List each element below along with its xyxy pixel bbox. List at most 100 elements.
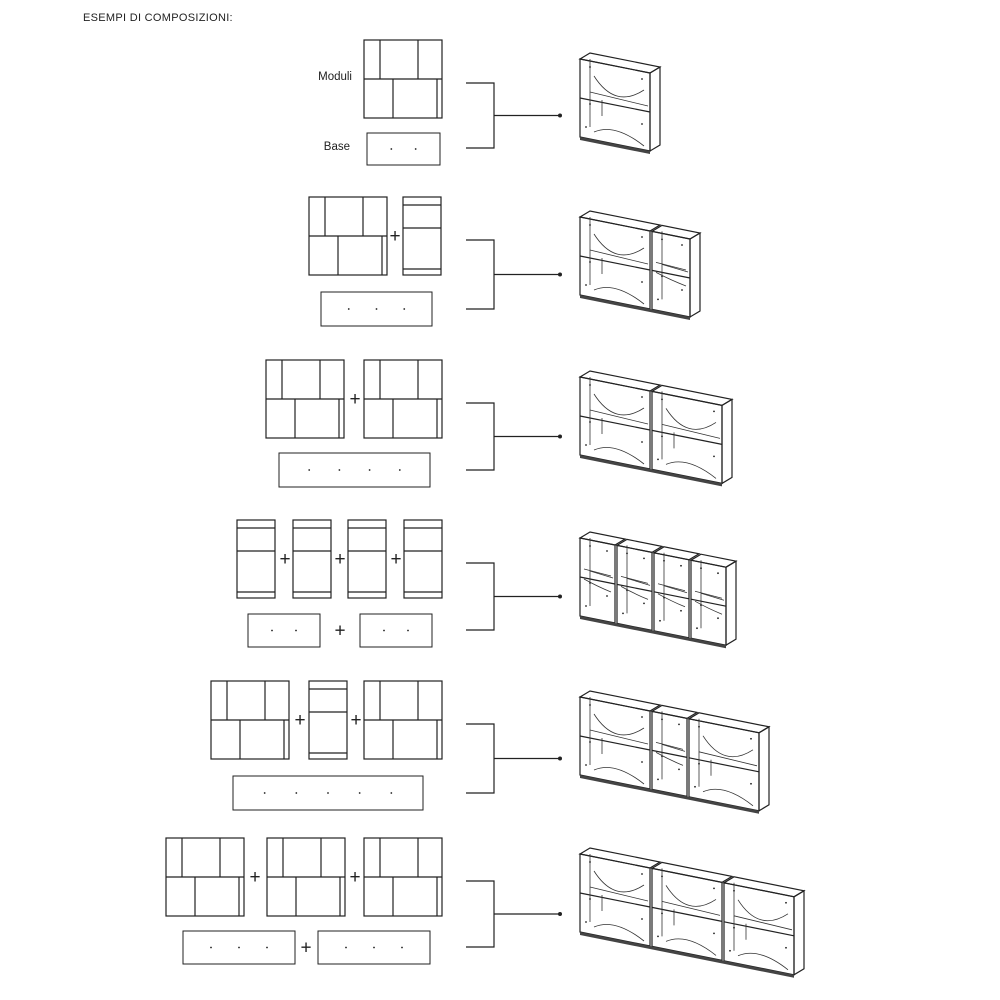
pin-dot [681,244,683,246]
cabinet-module [578,370,662,470]
pin-dot [661,912,663,915]
base-dot [347,308,350,310]
base-dot [271,629,273,632]
arrow-dot [558,594,562,599]
base-dot [368,469,371,471]
pin-dot [659,619,661,622]
base-dot [403,308,406,310]
pin-dot [694,785,696,788]
cabinet-module [578,690,662,790]
base-dot [238,946,240,949]
pin-dot [589,582,591,584]
base-plate [317,930,431,965]
pin-dot [661,755,663,758]
pin-dot [713,455,715,458]
base-dot [266,946,268,949]
plinth [580,775,759,814]
pin-dot [589,103,591,105]
base-dot [383,629,385,632]
pin-dot [713,932,715,935]
arrow-dot [558,113,562,118]
base-plate [182,930,296,965]
pin-dot [717,617,719,620]
pin-dot [678,723,680,726]
pin-dot [589,421,591,423]
pin-dot [585,764,587,766]
large-module [363,359,443,439]
base-plate [247,613,321,648]
pin-dot [641,123,643,125]
large-module [165,837,245,917]
group-bracket [466,402,562,471]
plus-sign: + [334,549,345,570]
large-module [363,680,443,760]
pin-dot [698,762,700,765]
pin-dot [661,718,663,721]
pin-dot [643,602,645,605]
composition-example-2: + [308,196,702,327]
pin-dot [785,901,787,904]
pin-dot [663,596,665,599]
cabinet-module [578,210,662,310]
group-bracket [466,562,562,631]
small-module [308,680,348,760]
pin-dot [657,458,659,461]
plus-sign: + [349,867,360,888]
pin-dot [661,238,663,241]
group-bracket [466,723,562,794]
pin-dot [585,284,587,286]
group-bracket [466,239,562,310]
pin-dot [785,946,787,949]
large-module [265,359,345,439]
group-bracket [466,82,562,149]
small-module [402,196,442,276]
base-dot [327,792,329,794]
pin-dot [729,949,731,952]
pin-dot [641,396,643,398]
pin-dot [585,921,587,923]
composed-bookcase [578,531,738,649]
plinth [580,295,690,320]
pin-dot [641,236,643,238]
pin-dot [717,572,719,575]
pin-dot [626,589,628,592]
pin-dot [663,559,665,562]
base-dot [345,946,347,949]
base-dot [414,148,417,150]
pin-dot [657,935,659,938]
composition-example-4: ++++ [236,519,738,649]
base-dot [295,629,297,632]
base-plate [278,452,431,488]
composition-example-5: ++ [210,680,771,814]
cabinet-module [578,847,662,947]
base-dot [375,308,378,310]
pin-dot [589,861,591,863]
plinth [580,455,722,487]
cabinet-module [650,861,734,962]
base-dot [390,792,393,794]
plus-sign: + [294,710,305,731]
pin-dot [589,66,591,68]
pin-dot [641,281,643,283]
pin-dot [641,716,643,718]
pin-dot [696,627,698,630]
base-dot [398,469,401,471]
pin-dot [589,384,591,386]
base-plate [366,132,441,166]
plus-sign: + [389,226,400,247]
plus-sign: + [334,621,345,642]
arrow-dot [558,434,562,439]
pin-dot [626,552,628,555]
pin-dot [589,545,591,547]
side-panel [725,560,737,647]
arrow-dot [558,272,562,277]
large-module [308,196,388,276]
modules-label: Moduli [318,71,352,83]
pin-dot [698,725,700,728]
large-module [266,837,346,917]
pin-dot [589,741,591,743]
base-dot [210,946,212,949]
pin-dot [585,126,587,128]
small-module [347,519,387,599]
group-bracket [466,880,562,948]
